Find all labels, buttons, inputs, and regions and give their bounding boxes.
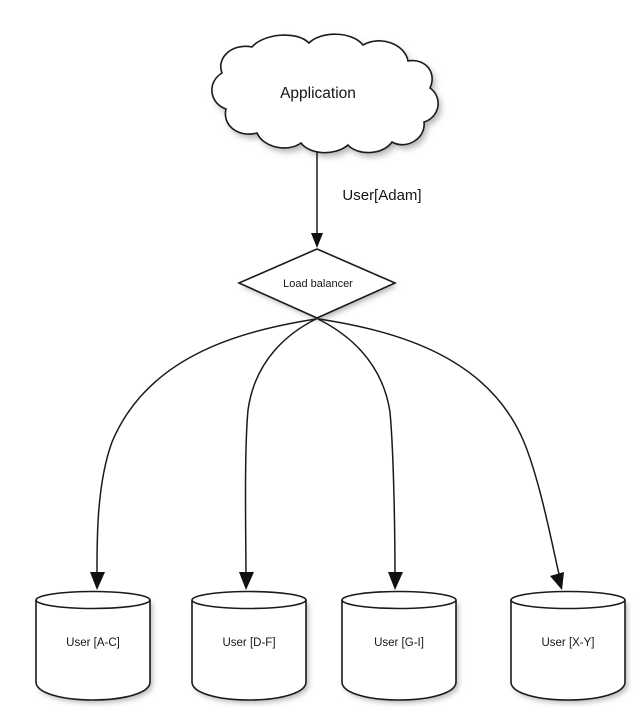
node-database-2[interactable]: User [G-I] (341, 590, 457, 701)
arrowhead-db-1 (239, 572, 254, 590)
arrowhead-db-2 (388, 572, 403, 590)
node-database-1[interactable]: User [D-F] (191, 590, 307, 701)
database-2-label: User [G-I] (374, 637, 424, 649)
node-load-balancer[interactable]: Load balancer (237, 248, 397, 319)
node-application[interactable]: Application (211, 33, 439, 154)
arrowhead-db-3 (550, 572, 564, 590)
edge-lb-to-db-1 (239, 318, 317, 590)
edge-curve-db-3 (318, 318, 561, 579)
edge-lb-to-db-2 (317, 318, 403, 590)
arrowhead-db-0 (90, 572, 105, 590)
edge-label-user-adam: User[Adam] (342, 187, 421, 204)
database-1-label: User [D-F] (222, 637, 275, 649)
load-balancer-label: Load balancer (283, 278, 353, 290)
edge-curve-db-2 (317, 318, 396, 579)
node-database-0[interactable]: User [A-C] (35, 590, 151, 701)
arrowhead-app-lb (311, 233, 323, 248)
node-database-3[interactable]: User [X-Y] (510, 590, 626, 701)
edge-curve-db-1 (244, 318, 317, 579)
edge-lb-to-db-3 (318, 318, 564, 590)
edge-curve-db-0 (96, 318, 317, 579)
edge-lb-to-db-0 (90, 318, 317, 590)
edge-application-to-load-balancer: User[Adam] (311, 151, 422, 248)
application-label: Application (280, 85, 356, 102)
database-0-label: User [A-C] (66, 637, 120, 649)
database-3-label: User [X-Y] (541, 637, 594, 649)
